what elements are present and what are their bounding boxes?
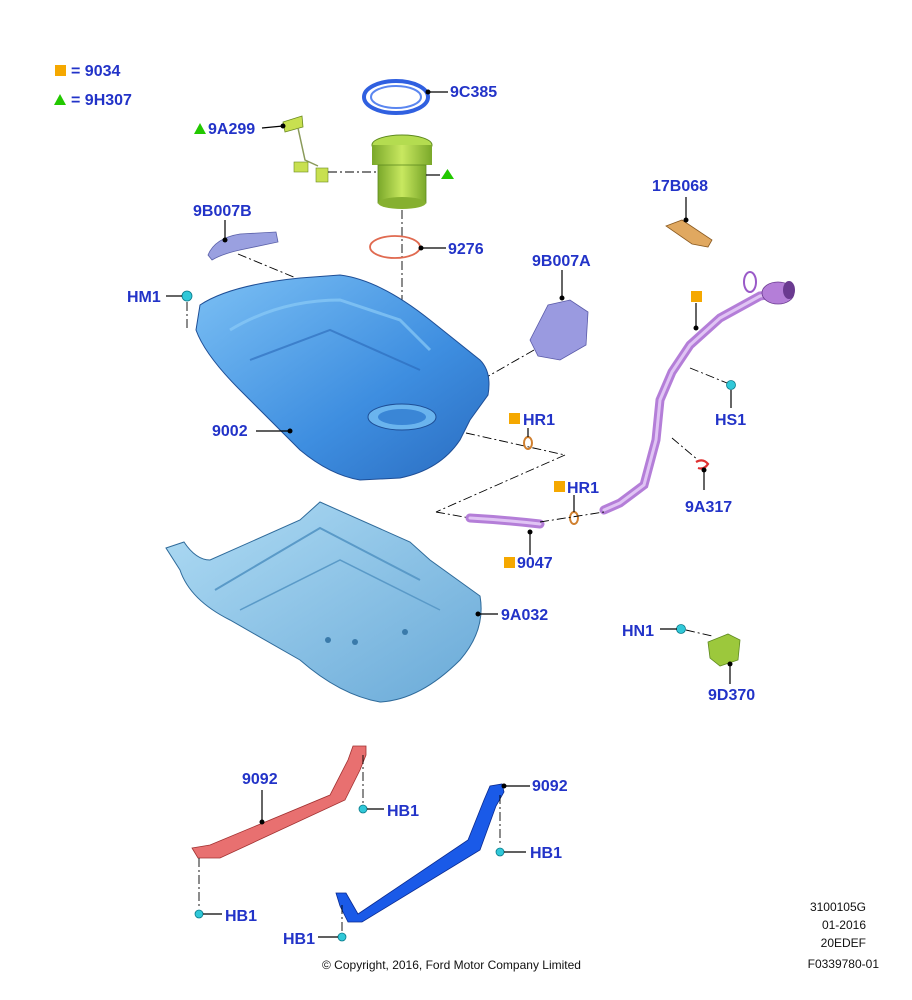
label-9b007b: 9B007B [193,203,252,220]
legend-triangle-icon [54,94,66,105]
fuel-sender-9a299[interactable]: 9A299 [194,115,378,183]
label-hb1-b: HB1 [530,845,562,862]
bolt-hb1-c[interactable]: HB1 [194,858,257,925]
module-9d370[interactable]: 9D370 [707,633,755,704]
fuel-tank-9002[interactable]: 9002 [195,274,566,481]
label-hr1-lower: HR1 [567,480,599,497]
legend-9h307: = 9H307 [71,92,132,109]
push-pin-icon [726,380,736,390]
bolt-hb1-d[interactable]: HB1 [283,905,347,948]
diagram-date: 01-2016 [822,918,866,932]
label-hm1: HM1 [127,289,161,306]
clamp-hr1-upper[interactable]: HR1 [435,412,566,519]
label-hs1: HS1 [715,412,746,429]
filler-pipe[interactable] [599,271,795,515]
label-9a299: 9A299 [208,121,255,138]
filler-flap-17b068[interactable]: 17B068 [652,178,713,248]
bolt-icon [337,932,347,942]
clip-9a317[interactable]: 9A317 [671,437,732,516]
legend-square-icon [509,413,520,424]
label-9d370: 9D370 [708,687,755,704]
label-9c385: 9C385 [450,84,497,101]
diagram-variant: 20EDEF [821,936,866,950]
label-9276: 9276 [448,241,484,258]
legend-square-icon [504,557,515,568]
figure-number: F0339780-01 [808,957,880,971]
label-9a317: 9A317 [685,499,732,516]
bolt-hb1-b[interactable]: HB1 [495,795,562,862]
footer: © Copyright, 2016, Ford Motor Company Li… [322,900,879,972]
legend-9034: = 9034 [71,63,120,80]
bolt-hb1-a[interactable]: HB1 [358,755,419,820]
seal-ring-9276[interactable]: 9276 [369,235,484,259]
legend: = 9034 = 9H307 [54,63,132,109]
strap-9092-left[interactable]: 9092 [191,745,367,859]
label-hb1-c: HB1 [225,908,257,925]
copyright: © Copyright, 2016, Ford Motor Company Li… [322,958,581,972]
fastener-hm1[interactable]: HM1 [127,289,193,330]
label-9002: 9002 [212,423,248,440]
heat-shield-9a032[interactable]: 9A032 [165,501,548,703]
fastener-hn1[interactable]: HN1 [622,623,713,640]
label-hr1-upper: HR1 [523,412,555,429]
label-hb1-d: HB1 [283,931,315,948]
legend-square-icon [55,65,66,76]
label-9047: 9047 [517,555,553,572]
label-9092-right: 9092 [532,778,568,795]
fastener-hs1[interactable]: HS1 [689,367,746,429]
push-pin-icon [181,290,193,302]
label-9a032: 9A032 [501,607,548,624]
bracket-9b007b[interactable]: 9B007B [193,203,297,279]
label-hb1-a: HB1 [387,803,419,820]
label-17b068: 17B068 [652,178,708,195]
bracket-9b007a[interactable]: 9B007A [477,253,591,383]
hose-9047[interactable]: 9047 [465,511,605,572]
bolt-icon [495,847,505,857]
legend-square-icon [554,481,565,492]
clamp-hr1-lower[interactable]: HR1 [554,480,599,525]
bolt-icon [194,909,204,919]
strap-9092-right[interactable]: 9092 [335,778,568,923]
bolt-icon [358,804,368,814]
label-9092-left: 9092 [242,771,278,788]
legend-square-icon [691,291,702,302]
label-hn1: HN1 [622,623,654,640]
triangle-icon [441,169,454,179]
diagram-code: 3100105G [810,900,866,914]
triangle-icon [194,123,206,134]
push-pin-icon [676,624,686,634]
label-9b007a: 9B007A [532,253,591,270]
lock-ring-9c385[interactable]: 9C385 [362,79,497,115]
